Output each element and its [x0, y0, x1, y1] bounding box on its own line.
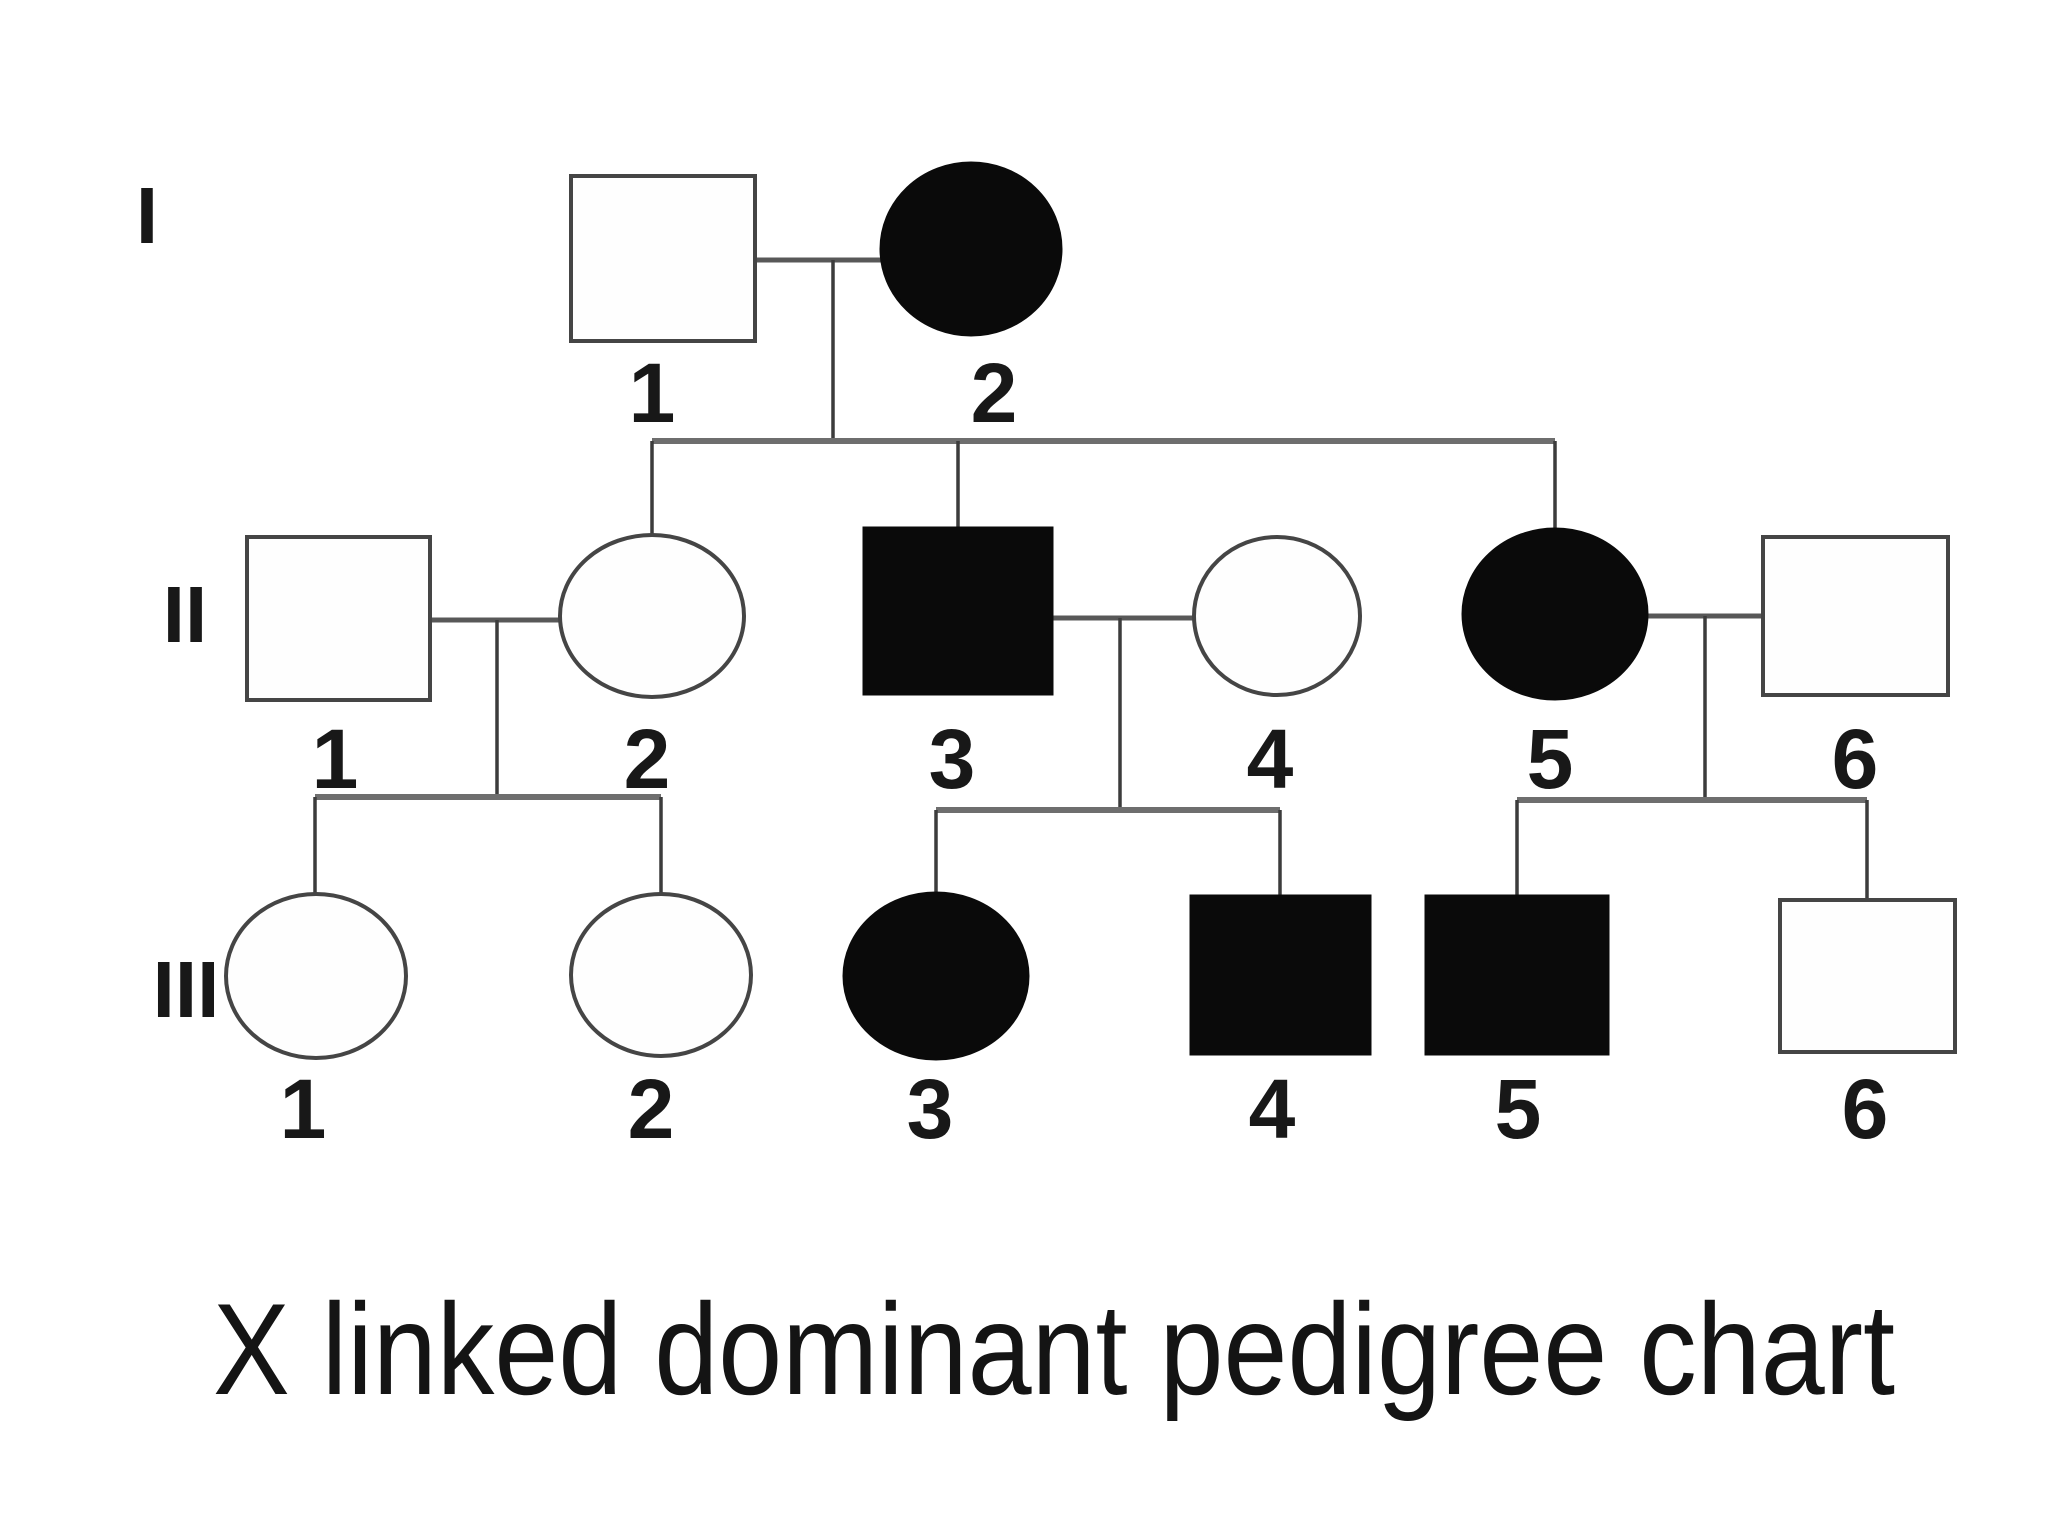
individual-II-1-square-unaffected	[245, 535, 432, 702]
individual-II-2-number: 2	[624, 712, 671, 806]
individual-II-6-square-unaffected	[1761, 535, 1950, 697]
individual-II-5-circle-affected	[1461, 527, 1649, 701]
generation-I-label: I	[136, 171, 158, 260]
individual-III-6-number: 6	[1842, 1062, 1889, 1156]
individual-II-4-number: 4	[1247, 712, 1294, 806]
individual-III-5-square-affected	[1424, 894, 1610, 1056]
individual-III-1-number: 1	[280, 1062, 327, 1156]
individual-number-labels: 1 2 1 2 3 4 5 6 1 2 3 4 5 6	[280, 346, 1889, 1156]
individual-III-2-circle-unaffected	[569, 892, 753, 1058]
individual-III-4-number: 4	[1249, 1062, 1296, 1156]
relationship-lines	[313, 257, 1869, 904]
individual-III-3-circle-affected	[842, 891, 1030, 1061]
individual-III-2-number: 2	[628, 1062, 675, 1156]
individual-I-1-square-unaffected	[569, 174, 757, 343]
individual-II-5-number: 5	[1527, 712, 1574, 806]
individual-II-3-number: 3	[929, 712, 976, 806]
individual-I-1-number: 1	[629, 346, 676, 440]
individual-I-2-circle-affected	[879, 161, 1063, 337]
generation-III-label: III	[153, 945, 220, 1034]
individual-III-1-circle-unaffected	[224, 892, 408, 1060]
individual-III-5-number: 5	[1495, 1062, 1542, 1156]
individual-shapes	[224, 161, 1957, 1061]
individual-III-4-square-affected	[1189, 894, 1372, 1056]
generation-II-label: II	[163, 570, 207, 659]
individual-III-3-number: 3	[907, 1062, 954, 1156]
chart-title: X linked dominant pedigree chart	[213, 1276, 1895, 1422]
individual-II-2-circle-unaffected	[558, 533, 746, 699]
individual-II-3-square-affected	[862, 526, 1054, 696]
individual-II-6-number: 6	[1832, 712, 1879, 806]
individual-III-6-square-unaffected	[1778, 898, 1957, 1054]
individual-I-2-number: 2	[971, 346, 1018, 440]
individual-II-4-circle-unaffected	[1192, 535, 1362, 697]
individual-II-1-number: 1	[312, 712, 359, 806]
